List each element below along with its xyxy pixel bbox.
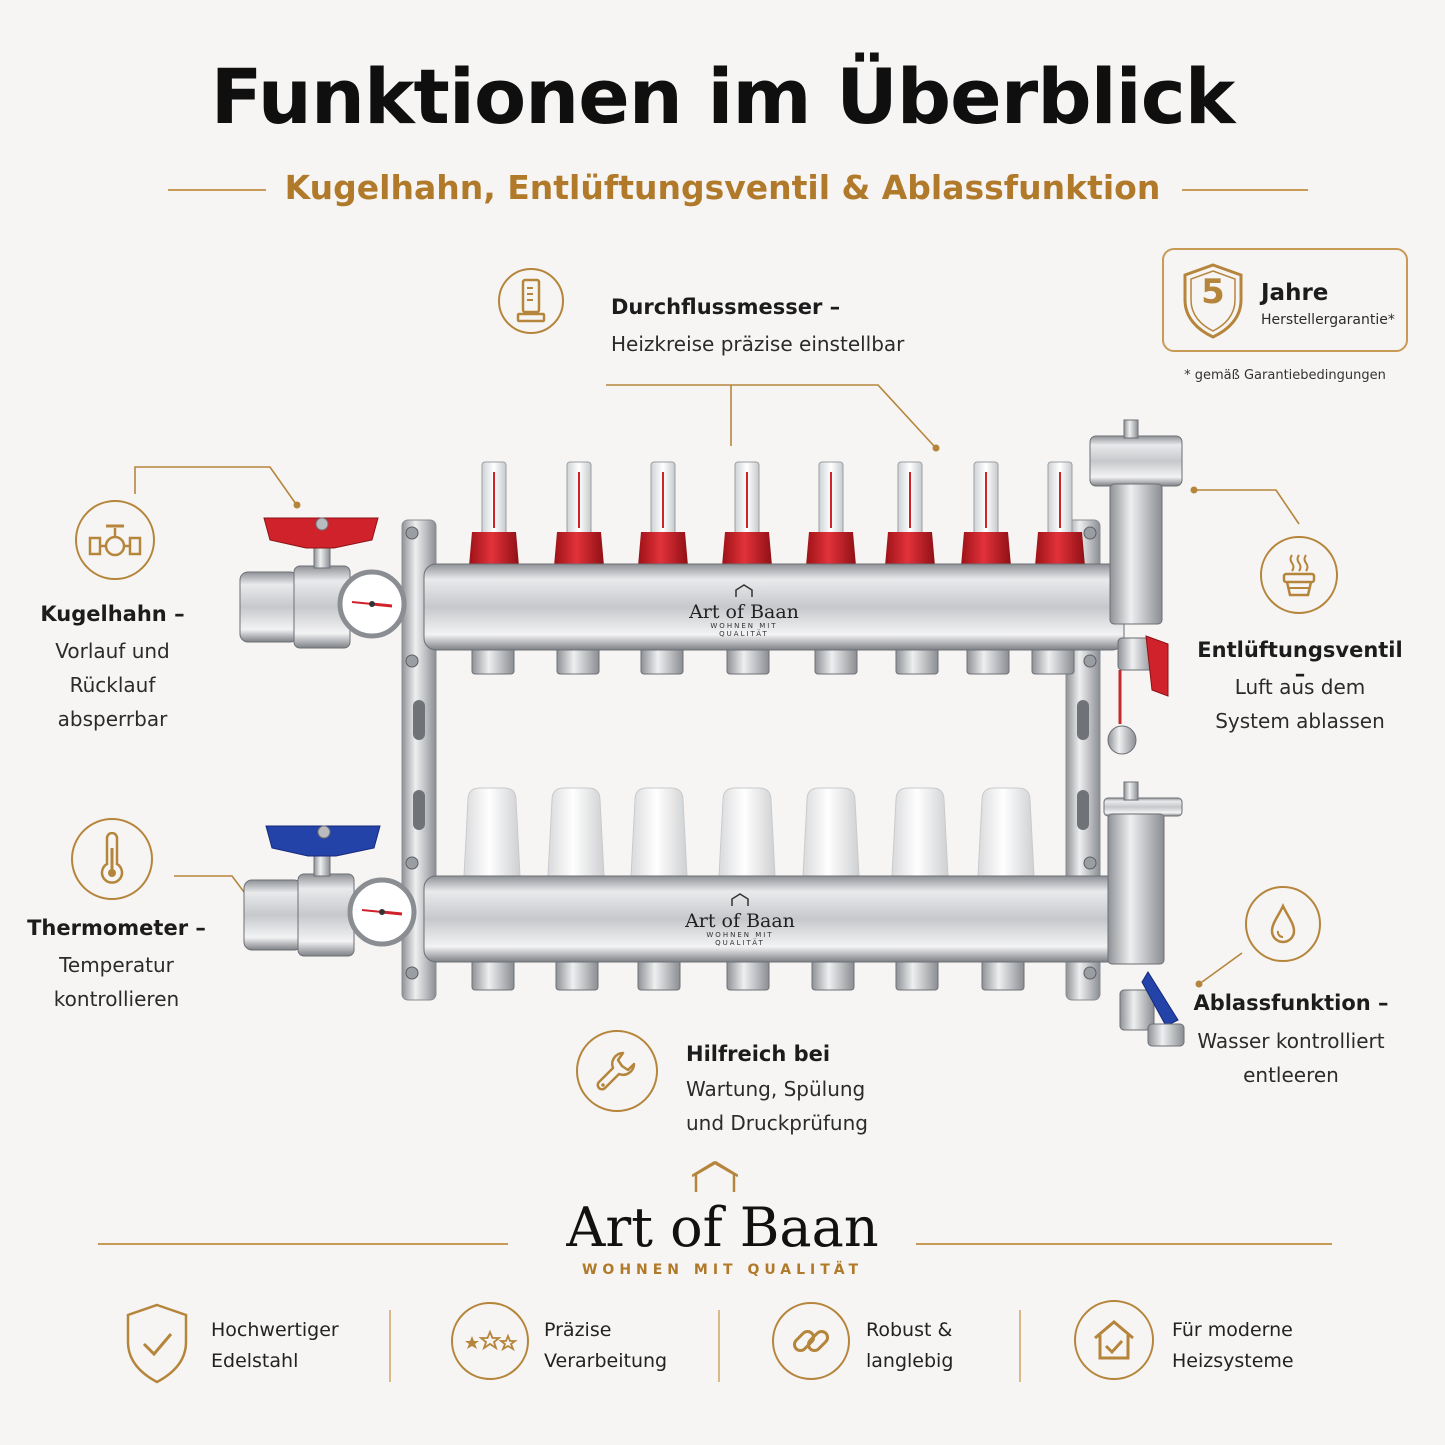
feature-separator bbox=[389, 1310, 391, 1382]
thermometer-icon bbox=[71, 818, 153, 900]
entlueftung-text: Luft aus dem System ablassen bbox=[1190, 670, 1410, 738]
ablass-text: Wasser kontrolliert entleeren bbox=[1180, 1024, 1402, 1092]
ablass-line: entleeren bbox=[1243, 1063, 1339, 1087]
bar-label-bottom: Art of Baan WOHNEN MIT QUALITÄT bbox=[680, 892, 800, 947]
feature-line: Edelstahl bbox=[211, 1350, 299, 1372]
thermometer-title: Thermometer – bbox=[27, 916, 206, 940]
bar-brand: Art of Baan bbox=[685, 910, 795, 932]
warranty-badge: 5 Jahre Herstellergarantie* bbox=[1162, 248, 1408, 352]
ablass-title: Ablassfunktion – bbox=[1193, 991, 1389, 1015]
feature-label: Robust & langlebig bbox=[866, 1315, 953, 1377]
bar-brand-tag: WOHNEN MIT QUALITÄT bbox=[706, 931, 774, 947]
house-logo-icon bbox=[735, 584, 753, 597]
house-logo-icon bbox=[731, 893, 749, 906]
stars-icon bbox=[451, 1302, 529, 1380]
durchfluss-title: Durchflussmesser – bbox=[611, 295, 841, 319]
page-subtitle: Kugelhahn, Entlüftungsventil & Ablassfun… bbox=[284, 168, 1161, 207]
feature-label: Hochwertiger Edelstahl bbox=[211, 1315, 339, 1377]
warranty-footnote: * gemäß Garantiebedingungen bbox=[1184, 368, 1386, 383]
feature-line: Heizsysteme bbox=[1172, 1350, 1294, 1372]
subtitle-rule-left bbox=[168, 189, 266, 191]
kugelhahn-text: Vorlauf und Rücklauf absperrbar bbox=[10, 634, 215, 736]
bar-brand: Art of Baan bbox=[689, 601, 799, 623]
chain-link-icon bbox=[772, 1302, 850, 1380]
hilfreich-line: Wartung, Spülung bbox=[686, 1077, 866, 1101]
brand-house-icon bbox=[692, 1160, 738, 1192]
feature-line: Hochwertiger bbox=[211, 1319, 339, 1341]
kugelhahn-title: Kugelhahn – bbox=[40, 602, 185, 626]
ablass-line: Wasser kontrolliert bbox=[1197, 1029, 1385, 1053]
kugelhahn-line: absperrbar bbox=[57, 707, 168, 731]
kugelhahn-line: Rücklauf bbox=[69, 673, 156, 697]
durchfluss-text: Heizkreise präzise einstellbar bbox=[611, 332, 905, 356]
feature-separator bbox=[718, 1310, 720, 1382]
valve-icon bbox=[75, 500, 155, 580]
feature-item bbox=[124, 1302, 190, 1390]
bar-label-top: Art of Baan WOHNEN MIT QUALITÄT bbox=[684, 583, 804, 638]
shield-icon bbox=[1183, 263, 1243, 339]
hilfreich-text: Wartung, Spülung und Druckprüfung bbox=[686, 1072, 868, 1140]
feature-line: Präzise bbox=[544, 1319, 612, 1341]
feature-line: langlebig bbox=[866, 1350, 954, 1372]
feature-separator bbox=[1019, 1310, 1021, 1382]
drop-icon bbox=[1245, 886, 1321, 962]
feature-line: Robust & bbox=[866, 1319, 953, 1341]
hilfreich-line: und Druckprüfung bbox=[686, 1111, 868, 1135]
manifold-illustration bbox=[239, 419, 1185, 1047]
brand-rule-right bbox=[916, 1243, 1332, 1245]
subtitle-rule-right bbox=[1182, 189, 1308, 191]
entlueftung-title: Entlüftungsventil – bbox=[1197, 638, 1403, 686]
brand-tagline: WOHNEN MIT QUALITÄT bbox=[581, 1262, 864, 1278]
feature-line: Verarbeitung bbox=[544, 1350, 668, 1372]
warranty-title: Jahre bbox=[1261, 280, 1329, 306]
shield-check-icon bbox=[126, 1303, 188, 1384]
hilfreich-title: Hilfreich bei bbox=[686, 1042, 831, 1066]
warranty-subtitle: Herstellergarantie* bbox=[1261, 312, 1395, 328]
flowmeter-icon bbox=[498, 268, 564, 334]
feature-label: Für moderne Heizsysteme bbox=[1172, 1315, 1294, 1377]
vent-icon bbox=[1260, 536, 1338, 614]
brand-name: Art of Baan bbox=[566, 1196, 879, 1259]
house-check-icon bbox=[1074, 1300, 1154, 1380]
kugelhahn-line: Vorlauf und bbox=[55, 639, 170, 663]
thermometer-text: Temperatur kontrollieren bbox=[14, 948, 219, 1016]
brand-rule-left bbox=[98, 1243, 508, 1245]
entlueftung-line: System ablassen bbox=[1215, 709, 1385, 733]
feature-label: Präzise Verarbeitung bbox=[544, 1315, 667, 1377]
bar-brand-tag: WOHNEN MIT QUALITÄT bbox=[710, 622, 778, 638]
page-title: Funktionen im Überblick bbox=[210, 52, 1236, 141]
wrench-icon bbox=[576, 1030, 658, 1112]
thermometer-line: kontrollieren bbox=[53, 987, 180, 1011]
thermometer-line: Temperatur bbox=[59, 953, 174, 977]
feature-line: Für moderne bbox=[1172, 1319, 1293, 1341]
entlueftung-line: Luft aus dem bbox=[1234, 675, 1366, 699]
warranty-years-number: 5 bbox=[1201, 272, 1225, 312]
